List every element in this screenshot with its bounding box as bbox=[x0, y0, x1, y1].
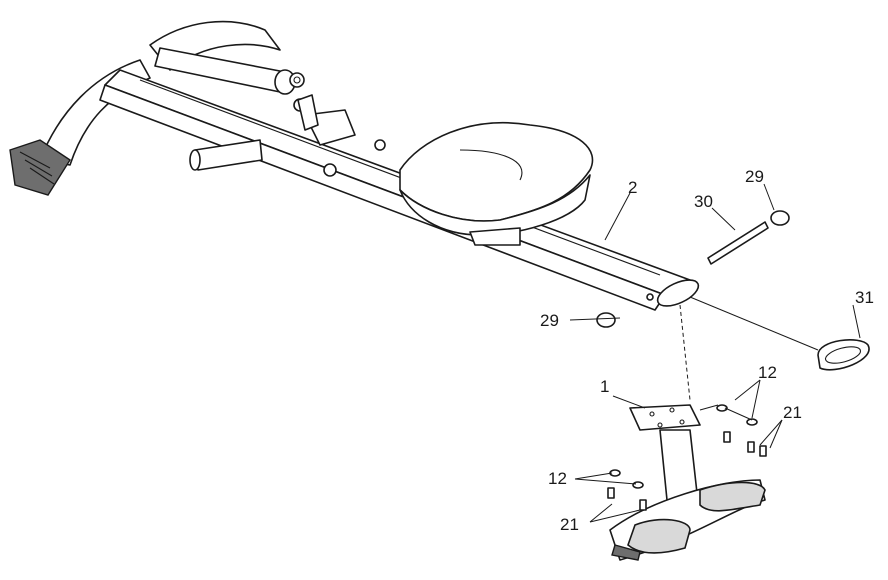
callout-30: 30 bbox=[694, 192, 713, 211]
front-stabilizer bbox=[189, 139, 263, 171]
callout-1: 1 bbox=[600, 377, 609, 396]
callout-2: 2 bbox=[628, 178, 637, 197]
bolts-21 bbox=[607, 431, 767, 511]
callout-29-upper: 29 bbox=[745, 167, 764, 186]
main-rail bbox=[99, 69, 700, 311]
handle-roller bbox=[154, 47, 307, 112]
rail-bracket bbox=[297, 94, 386, 177]
part-1-rear-stand bbox=[609, 404, 766, 561]
callout-31: 31 bbox=[855, 288, 874, 307]
assembly-lines bbox=[569, 296, 819, 421]
seat bbox=[399, 121, 594, 246]
callout-leaders bbox=[574, 183, 861, 523]
front-foot-cap bbox=[9, 139, 71, 196]
callout-12-left: 12 bbox=[548, 469, 567, 488]
callout-12-right: 12 bbox=[758, 363, 777, 382]
callout-29-lower: 29 bbox=[540, 311, 559, 330]
part-30-rod bbox=[707, 221, 769, 265]
part-31-end-cap bbox=[817, 339, 870, 371]
callout-21-right: 21 bbox=[783, 403, 802, 422]
part-29-bushing-upper bbox=[770, 210, 790, 226]
part-29-bushing-lower bbox=[596, 312, 616, 328]
callout-labels: 1 2 12 12 21 21 29 29 30 31 bbox=[540, 167, 874, 534]
callout-21-left: 21 bbox=[560, 515, 579, 534]
